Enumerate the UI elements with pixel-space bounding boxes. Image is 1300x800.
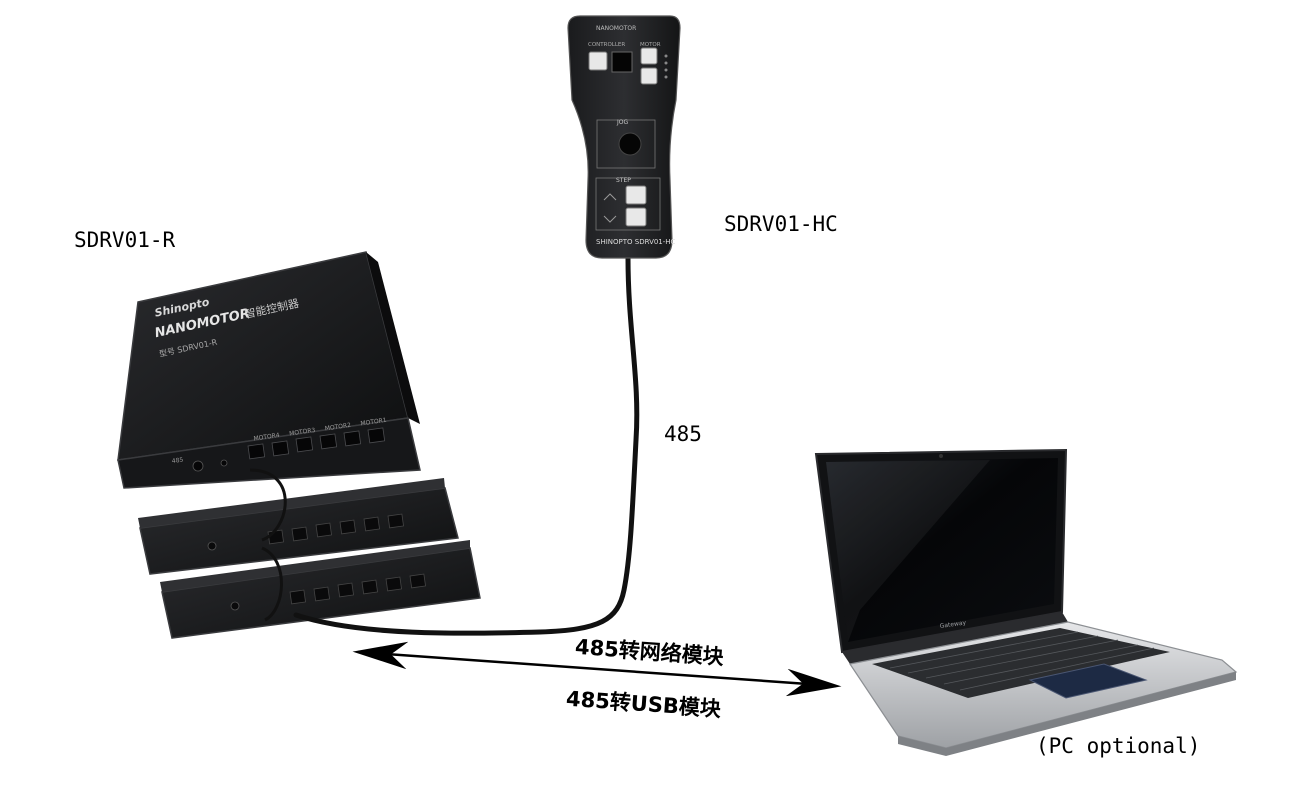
handheld-controller: NANOMOTOR CONTROLLER MOTOR JOG STEP SHIN…: [568, 16, 680, 258]
hc-jog-text: JOG: [616, 119, 628, 126]
hc-step-down-button: [626, 208, 646, 226]
hc-header-text: NANOMOTOR: [596, 25, 636, 32]
hc-motor-down-button: [641, 68, 657, 84]
hc-motor-up-button: [641, 48, 657, 64]
laptop: Gateway: [816, 450, 1236, 756]
hc-step-up-button: [626, 186, 646, 204]
hc-footer-text: SHINOPTO SDRV01-HC: [596, 238, 676, 246]
hc-controller-text: CONTROLLER: [588, 42, 625, 48]
controller-unit-top: Shinopto NANOMOTOR 智能控制器 型号 SDRV01-R MOT…: [118, 252, 420, 488]
link-double-arrow: [358, 652, 836, 686]
hc-motor-text: MOTOR: [640, 42, 661, 48]
hc-controller-button: [589, 52, 607, 70]
hc-step-text: STEP: [616, 177, 631, 184]
hc-jog-knob: [619, 133, 641, 155]
hc-display: [612, 52, 632, 72]
